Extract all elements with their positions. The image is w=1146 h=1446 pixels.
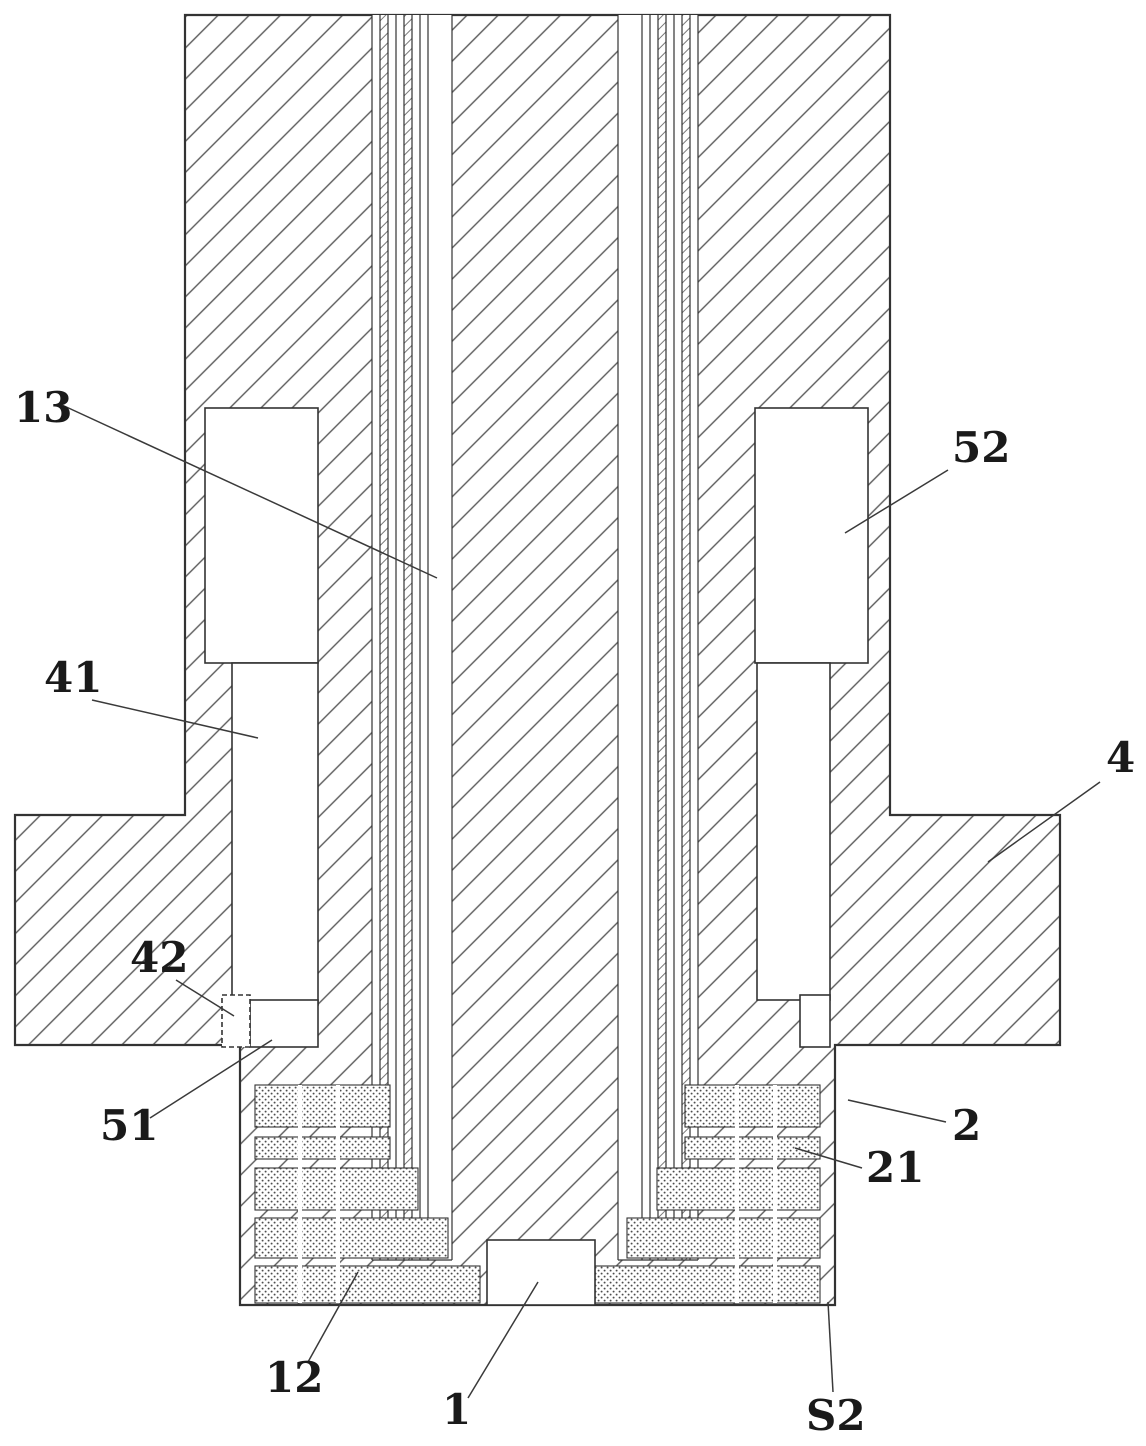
- mesh-stack-left: [254, 1084, 481, 1304]
- mesh-seam: [773, 1085, 777, 1303]
- bottom-bore-opening: [486, 1239, 596, 1306]
- label-13: 13: [14, 383, 72, 432]
- tube-wall-left-a: [380, 15, 388, 1260]
- tube-wall-left-b: [404, 15, 412, 1260]
- label-51: 51: [100, 1101, 158, 1150]
- mesh-stack-right: [594, 1084, 821, 1304]
- right-channel-step: [799, 994, 831, 1048]
- leader-21: [794, 1147, 863, 1169]
- mesh-seam: [336, 1085, 340, 1303]
- label-4: 4: [1106, 733, 1135, 782]
- label-13-group: 13: [14, 383, 438, 579]
- label-52-group: 52: [844, 423, 1010, 534]
- leader-4: [987, 781, 1101, 863]
- label-2-group: 2: [847, 1099, 981, 1150]
- label-42: 42: [130, 933, 188, 982]
- label-42-group: 42: [130, 933, 235, 1017]
- leader-51: [149, 1039, 273, 1119]
- left-notch-cavity: [204, 407, 319, 664]
- right-channel: [756, 662, 831, 1001]
- leader-52: [844, 469, 949, 534]
- label-4-group: 4: [987, 733, 1135, 863]
- right-notch-cavity-52: [754, 407, 869, 664]
- leader-s2: [827, 1301, 834, 1393]
- leader-1: [467, 1281, 539, 1399]
- label-2: 2: [952, 1101, 981, 1150]
- mesh-seam: [735, 1085, 739, 1303]
- leader-2: [847, 1099, 947, 1123]
- label-1: 1: [442, 1385, 471, 1434]
- mesh-seam: [298, 1085, 302, 1303]
- label-s2: S2: [806, 1391, 866, 1440]
- leader-42: [175, 979, 235, 1017]
- leader-13: [61, 404, 438, 579]
- main-body-outline: [13, 13, 1062, 1307]
- leader-12: [307, 1271, 359, 1363]
- tube-lines-left: [371, 15, 453, 1261]
- label-52: 52: [952, 423, 1010, 472]
- leader-41: [91, 699, 259, 739]
- label-s2-group: S2: [806, 1301, 866, 1440]
- label-41-group: 41: [44, 653, 259, 739]
- tube-wall-right-a: [658, 15, 666, 1260]
- detail-box-42: [221, 994, 251, 1048]
- left-channel-41: [231, 662, 319, 1006]
- tube-lines-right: [617, 15, 699, 1261]
- label-41: 41: [44, 653, 102, 702]
- left-channel-step: [249, 999, 319, 1048]
- label-21-group: 21: [794, 1143, 924, 1192]
- label-51-group: 51: [100, 1039, 273, 1150]
- tube-wall-right-b: [682, 15, 690, 1260]
- label-21: 21: [866, 1143, 924, 1192]
- label-1-group: 1: [442, 1281, 539, 1434]
- label-12-group: 12: [265, 1271, 359, 1402]
- label-12: 12: [265, 1353, 323, 1402]
